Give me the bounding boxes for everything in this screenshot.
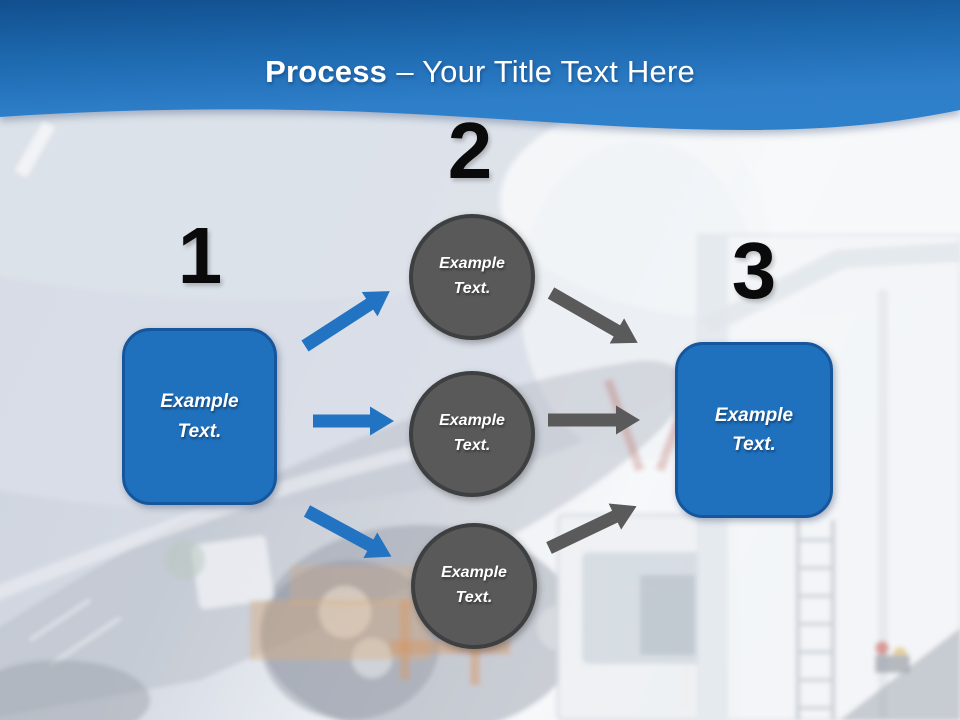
process-circle-top: Example Text. — [409, 214, 535, 340]
process-box-step-3: Example Text. — [675, 342, 833, 518]
circle-top-text: Example Text. — [439, 255, 505, 297]
process-circle-middle: Example Text. — [409, 371, 535, 497]
title-rest: – Your Title Text Here — [396, 54, 695, 89]
process-circle-bottom: Example Text. — [411, 523, 537, 649]
conveyor-ramp-shape — [840, 628, 960, 720]
process-box-3-text: Example Text. — [714, 404, 794, 455]
process-box-step-1: Example Text. — [122, 328, 277, 505]
process-box-1-text: Example Text. — [160, 391, 239, 442]
title-bold-word: Process — [265, 54, 388, 89]
step-number-1: 1 — [177, 211, 223, 300]
workers-shape — [875, 641, 910, 673]
circle-middle-text: Example Text. — [439, 412, 505, 454]
header-wave — [0, 0, 960, 130]
step-number-3: 3 — [731, 226, 777, 315]
circle-bottom-text: Example Text. — [441, 564, 507, 606]
step-number-2: 2 — [447, 106, 493, 195]
slide-title: Process– Your Title Text Here — [0, 54, 960, 90]
ladder-shape — [795, 520, 836, 720]
